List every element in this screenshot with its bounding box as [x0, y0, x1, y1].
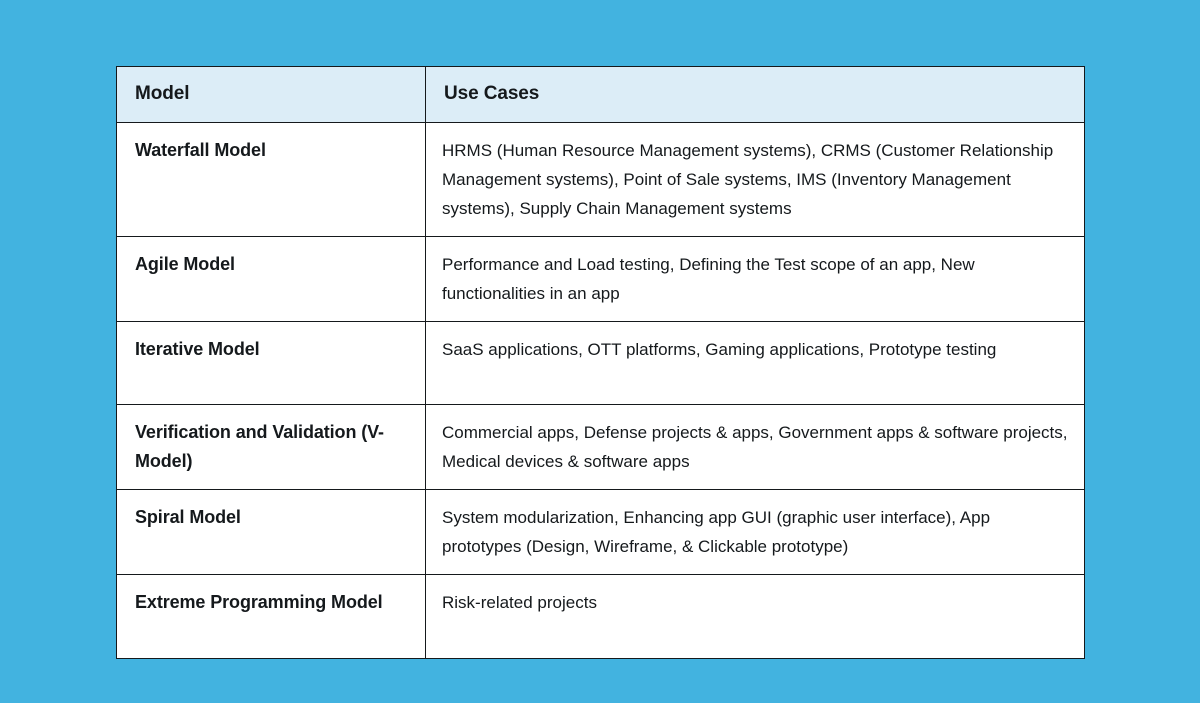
- table-row: Iterative Model SaaS applications, OTT p…: [116, 321, 1085, 405]
- table-header: Model Use Cases: [116, 66, 1085, 123]
- cell-model: Iterative Model: [116, 321, 426, 405]
- cell-use-cases: System modularization, Enhancing app GUI…: [425, 489, 1085, 575]
- cell-model: Spiral Model: [116, 489, 426, 575]
- table-row: Waterfall Model HRMS (Human Resource Man…: [116, 122, 1085, 237]
- cell-use-cases: HRMS (Human Resource Management systems)…: [425, 122, 1085, 237]
- cell-model: Agile Model: [116, 236, 426, 322]
- sdlc-models-table: Model Use Cases Waterfall Model HRMS (Hu…: [116, 66, 1085, 659]
- cell-model: Extreme Programming Model: [116, 574, 426, 659]
- table-row: Verification and Validation (V-Model) Co…: [116, 404, 1085, 490]
- cell-model: Verification and Validation (V-Model): [116, 404, 426, 490]
- cell-use-cases: Commercial apps, Defense projects & apps…: [425, 404, 1085, 490]
- table-row: Spiral Model System modularization, Enha…: [116, 489, 1085, 575]
- table-body: Waterfall Model HRMS (Human Resource Man…: [116, 122, 1085, 659]
- table-row: Extreme Programming Model Risk-related p…: [116, 574, 1085, 659]
- table-header-row: Model Use Cases: [116, 66, 1085, 123]
- column-header-use-cases: Use Cases: [425, 66, 1085, 123]
- column-header-model: Model: [116, 66, 426, 123]
- table-row: Agile Model Performance and Load testing…: [116, 236, 1085, 322]
- cell-model: Waterfall Model: [116, 122, 426, 237]
- cell-use-cases: SaaS applications, OTT platforms, Gaming…: [425, 321, 1085, 405]
- cell-use-cases: Risk-related projects: [425, 574, 1085, 659]
- cell-use-cases: Performance and Load testing, Defining t…: [425, 236, 1085, 322]
